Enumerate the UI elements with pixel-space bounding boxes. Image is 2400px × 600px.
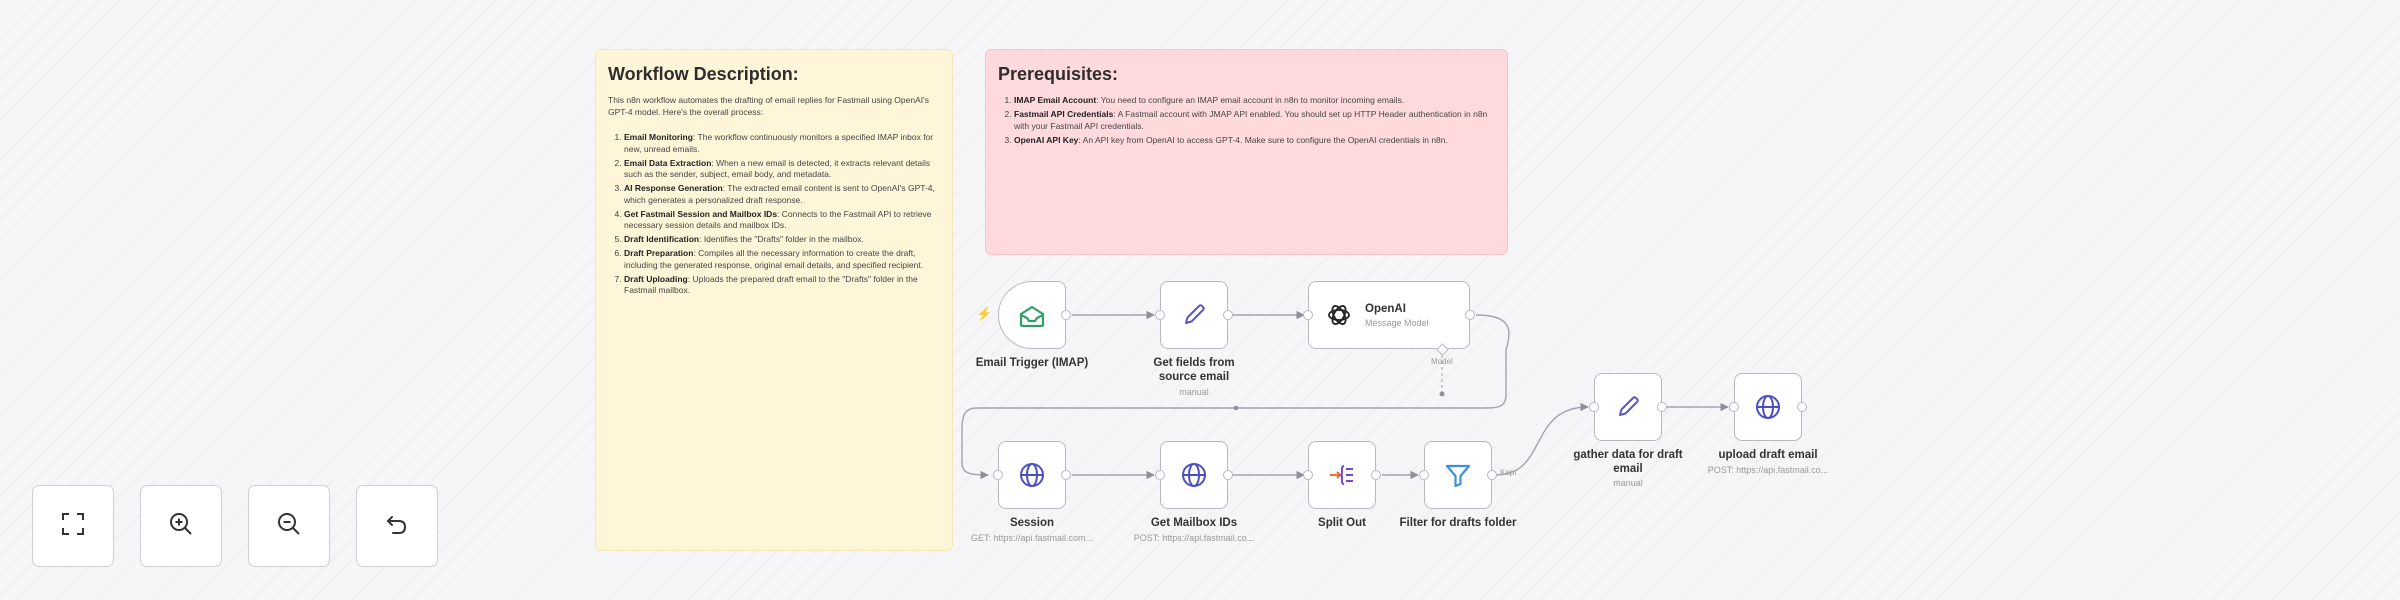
list-item: Draft Uploading: Uploads the prepared dr… bbox=[624, 274, 940, 297]
reset-zoom-button[interactable] bbox=[356, 485, 438, 567]
node-filter-drafts[interactable] bbox=[1419, 441, 1497, 509]
list-item: OpenAI API Key: An API key from OpenAI t… bbox=[1014, 135, 1495, 147]
sticky-intro: This n8n workflow automates the drafting… bbox=[608, 95, 929, 117]
node-split-out[interactable] bbox=[1303, 441, 1381, 509]
output-port[interactable] bbox=[1465, 310, 1475, 320]
openai-logo-icon bbox=[1323, 299, 1355, 331]
node-subtitle: Message Model bbox=[1365, 317, 1429, 328]
input-port[interactable] bbox=[993, 470, 1003, 480]
node-label: Get Mailbox IDs bbox=[1150, 517, 1238, 529]
split-out-icon bbox=[1326, 459, 1358, 491]
list-item: Email Data Extraction: When a new email … bbox=[624, 158, 940, 181]
globe-icon bbox=[1178, 459, 1210, 491]
node-email-trigger[interactable] bbox=[998, 281, 1071, 349]
fit-view-button[interactable] bbox=[32, 485, 114, 567]
output-port[interactable] bbox=[1223, 470, 1233, 480]
zoom-in-button[interactable] bbox=[140, 485, 222, 567]
node-subtitle: manual bbox=[1179, 387, 1209, 397]
input-port[interactable] bbox=[1155, 470, 1165, 480]
description-list: Email Monitoring: The workflow continuou… bbox=[608, 132, 940, 297]
list-item: Draft Preparation: Compiles all the nece… bbox=[624, 248, 940, 271]
node-label: upload draft email bbox=[1718, 449, 1818, 461]
prerequisites-list: IMAP Email Account: You need to configur… bbox=[998, 95, 1495, 146]
zoom-out-icon bbox=[275, 510, 303, 543]
node-upload-draft[interactable] bbox=[1729, 373, 1807, 441]
node-subtitle: POST: https://api.fastmail.co... bbox=[1133, 533, 1255, 543]
list-item: Get Fastmail Session and Mailbox IDs: Co… bbox=[624, 209, 940, 232]
input-port[interactable] bbox=[1303, 470, 1313, 480]
pencil-icon bbox=[1178, 299, 1210, 331]
envelope-open-icon bbox=[1016, 299, 1048, 331]
input-port[interactable] bbox=[1419, 470, 1429, 480]
node-label: Get fields from source email bbox=[1153, 357, 1235, 383]
output-port[interactable] bbox=[1657, 402, 1667, 412]
node-get-fields[interactable] bbox=[1155, 281, 1233, 349]
list-item: AI Response Generation: The extracted em… bbox=[624, 183, 940, 206]
node-get-mailbox-ids[interactable] bbox=[1155, 441, 1233, 509]
list-item: Fastmail API Credentials: A Fastmail acc… bbox=[1014, 109, 1495, 132]
zoom-in-icon bbox=[167, 510, 195, 543]
fit-view-icon bbox=[59, 510, 87, 543]
model-port-label: Model bbox=[1431, 357, 1453, 366]
globe-icon bbox=[1752, 391, 1784, 423]
input-port[interactable] bbox=[1729, 402, 1739, 412]
output-label-kept: Kept bbox=[1500, 468, 1517, 477]
sticky-title: Workflow Description: bbox=[608, 64, 799, 84]
node-label: Email Trigger (IMAP) bbox=[975, 357, 1089, 369]
node-label: Session bbox=[1009, 517, 1055, 529]
input-port[interactable] bbox=[1589, 402, 1599, 412]
output-port[interactable] bbox=[1487, 470, 1497, 480]
globe-icon bbox=[1016, 459, 1048, 491]
output-port[interactable] bbox=[1061, 310, 1071, 320]
model-port[interactable] bbox=[1436, 343, 1449, 356]
trigger-marker: ⚡ bbox=[976, 306, 993, 321]
node-subtitle: manual bbox=[1613, 478, 1643, 488]
list-item: IMAP Email Account: You need to configur… bbox=[1014, 95, 1495, 107]
node-subtitle: POST: https://api.fastmail.co... bbox=[1707, 465, 1829, 475]
zoom-out-button[interactable] bbox=[248, 485, 330, 567]
node-subtitle: GET: https://api.fastmail.com... bbox=[970, 533, 1094, 543]
list-item: Email Monitoring: The workflow continuou… bbox=[624, 132, 940, 155]
output-port[interactable] bbox=[1797, 402, 1807, 412]
undo-icon bbox=[383, 510, 411, 543]
sticky-note-prerequisites[interactable]: Prerequisites: IMAP Email Account: You n… bbox=[985, 49, 1508, 255]
filter-icon bbox=[1442, 459, 1474, 491]
output-port[interactable] bbox=[1223, 310, 1233, 320]
pencil-icon bbox=[1612, 391, 1644, 423]
node-label: gather data for draft email bbox=[1573, 449, 1683, 475]
node-label: Filter for drafts folder bbox=[1399, 517, 1517, 529]
input-port[interactable] bbox=[1155, 310, 1165, 320]
node-gather-data[interactable] bbox=[1589, 373, 1667, 441]
output-port[interactable] bbox=[1061, 470, 1071, 480]
output-port[interactable] bbox=[1371, 470, 1381, 480]
node-session[interactable] bbox=[993, 441, 1071, 509]
input-port[interactable] bbox=[1303, 310, 1313, 320]
list-item: Draft Identification: Identifies the "Dr… bbox=[624, 234, 940, 246]
sticky-title: Prerequisites: bbox=[998, 64, 1119, 84]
node-label: Split Out bbox=[1318, 517, 1366, 529]
sticky-note-workflow-description[interactable]: Workflow Description: This n8n workflow … bbox=[595, 49, 953, 551]
node-openai[interactable]: OpenAI Message Model bbox=[1303, 281, 1475, 356]
node-label: OpenAI bbox=[1365, 302, 1406, 315]
